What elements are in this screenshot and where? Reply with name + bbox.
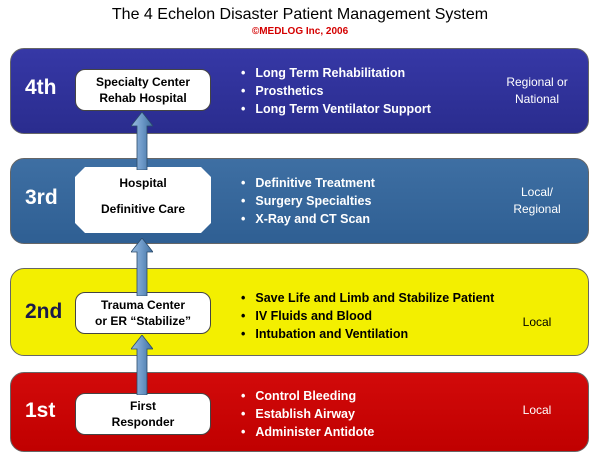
scope-line: Regional or — [506, 75, 568, 89]
tier-level-label: 1st — [25, 399, 56, 422]
tier-3rd: 3rd Hospital Definitive Care Definitive … — [10, 158, 589, 244]
bullet-item: IV Fluids and Blood — [241, 307, 494, 325]
bullet-item: Intubation and Ventilation — [241, 325, 494, 343]
facility-line: or ER “Stabilize” — [94, 314, 192, 328]
bullet-item: Establish Airway — [241, 405, 374, 423]
bullet-item: Prosthetics — [241, 82, 431, 100]
tier-level-label: 3rd — [25, 186, 58, 209]
tier-1st: 1st First Responder Control Bleeding Est… — [10, 372, 589, 452]
diagram-title: The 4 Echelon Disaster Patient Managemen… — [111, 6, 489, 23]
facility-box: First Responder — [75, 393, 211, 435]
facility-box: Hospital Definitive Care — [75, 167, 211, 233]
facility-box: Specialty Center Rehab Hospital — [75, 69, 211, 111]
bullet-list: Save Life and Limb and Stabilize Patient… — [241, 289, 494, 343]
copyright-subtitle: ©MEDLOG Inc, 2006 — [251, 26, 349, 37]
up-arrow-icon — [131, 335, 153, 395]
bullet-list: Control Bleeding Establish Airway Admini… — [241, 387, 374, 441]
scope-line: Regional — [513, 202, 561, 216]
bullet-list: Definitive Treatment Surgery Specialties… — [241, 174, 375, 228]
scope-label: Local/ Regional — [487, 184, 587, 218]
scope-label: Regional or National — [487, 74, 587, 108]
facility-line: Responder — [111, 415, 175, 429]
facility-line: First — [129, 399, 156, 413]
scope-line: National — [514, 92, 560, 106]
tier-4th: 4th Specialty Center Rehab Hospital Long… — [10, 48, 589, 134]
scope-label: Local — [487, 402, 587, 419]
bullet-item: Definitive Treatment — [241, 174, 374, 192]
bullet-item: Administer Antidote — [241, 423, 374, 441]
bullet-item: Surgery Specialties — [241, 192, 375, 210]
scope-line: Local — [522, 403, 552, 417]
tier-2nd: 2nd Trauma Center or ER “Stabilize” Save… — [10, 268, 589, 356]
scope-line: Local — [522, 315, 552, 329]
up-arrow-icon — [131, 112, 153, 170]
facility-box: Trauma Center or ER “Stabilize” — [75, 292, 211, 334]
scope-line: Local/ — [520, 185, 554, 199]
tier-level-label: 2nd — [25, 300, 63, 323]
facility-line: Specialty Center — [95, 75, 191, 89]
bullet-item: Control Bleeding — [241, 387, 374, 405]
bullet-list: Long Term Rehabilitation Prosthetics Lon… — [241, 64, 431, 118]
bullet-item: Save Life and Limb and Stabilize Patient — [241, 289, 494, 307]
tier-level-label: 4th — [25, 76, 57, 99]
bullet-item: X-Ray and CT Scan — [241, 210, 375, 228]
scope-label: Local — [487, 314, 587, 331]
bullet-item: Long Term Ventilator Support — [241, 100, 430, 118]
up-arrow-icon — [131, 238, 153, 296]
facility-line: Rehab Hospital — [99, 91, 187, 105]
facility-line: Definitive Care — [100, 202, 186, 216]
bullet-item: Long Term Rehabilitation — [241, 64, 431, 82]
facility-line: Hospital — [119, 176, 167, 190]
facility-line: Trauma Center — [100, 298, 186, 312]
